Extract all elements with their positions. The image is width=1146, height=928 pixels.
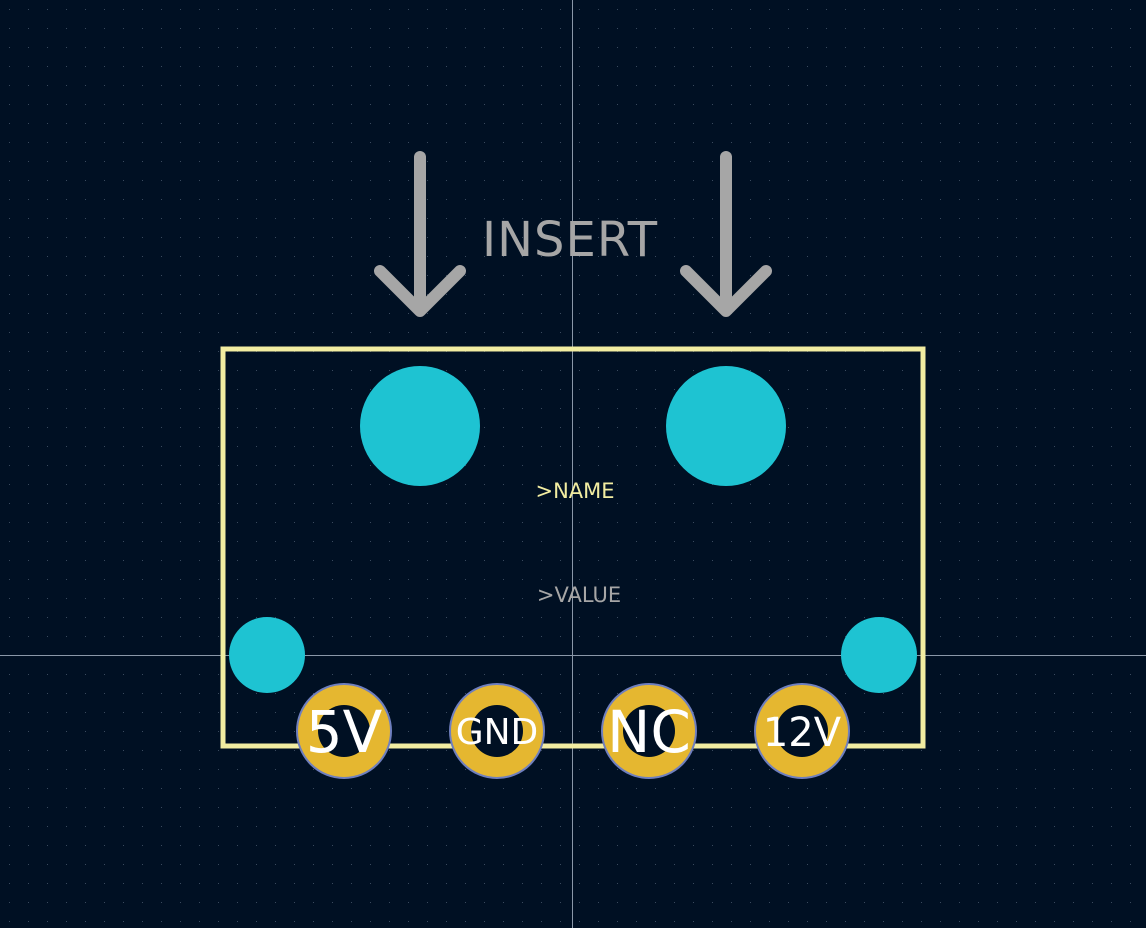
footprint-name-field[interactable]: >NAME bbox=[535, 479, 614, 503]
pad-gnd[interactable]: GND bbox=[449, 683, 545, 779]
mounting-hole-small-left[interactable] bbox=[229, 617, 305, 693]
insert-arrow-left-icon bbox=[374, 151, 466, 317]
pad-12v-label: 12V bbox=[763, 710, 842, 756]
insert-arrow-right-icon bbox=[680, 151, 772, 317]
pad-12v[interactable]: 12V bbox=[754, 683, 850, 779]
pad-12v-drill bbox=[776, 705, 828, 757]
insert-label: INSERT bbox=[482, 212, 658, 268]
mounting-hole-large-right[interactable] bbox=[666, 366, 786, 486]
mounting-hole-large-left[interactable] bbox=[360, 366, 480, 486]
pad-nc[interactable]: NC bbox=[601, 683, 697, 779]
pad-gnd-label: GND bbox=[456, 712, 539, 753]
pad-5v-label: 5V bbox=[306, 698, 383, 766]
mounting-hole-small-right[interactable] bbox=[841, 617, 917, 693]
pad-nc-label: NC bbox=[607, 698, 691, 766]
pad-nc-drill bbox=[623, 705, 675, 757]
pad-5v-drill bbox=[318, 705, 370, 757]
pad-gnd-drill bbox=[471, 705, 523, 757]
footprint-value-field[interactable]: >VALUE bbox=[537, 583, 621, 607]
pad-5v[interactable]: 5V bbox=[296, 683, 392, 779]
